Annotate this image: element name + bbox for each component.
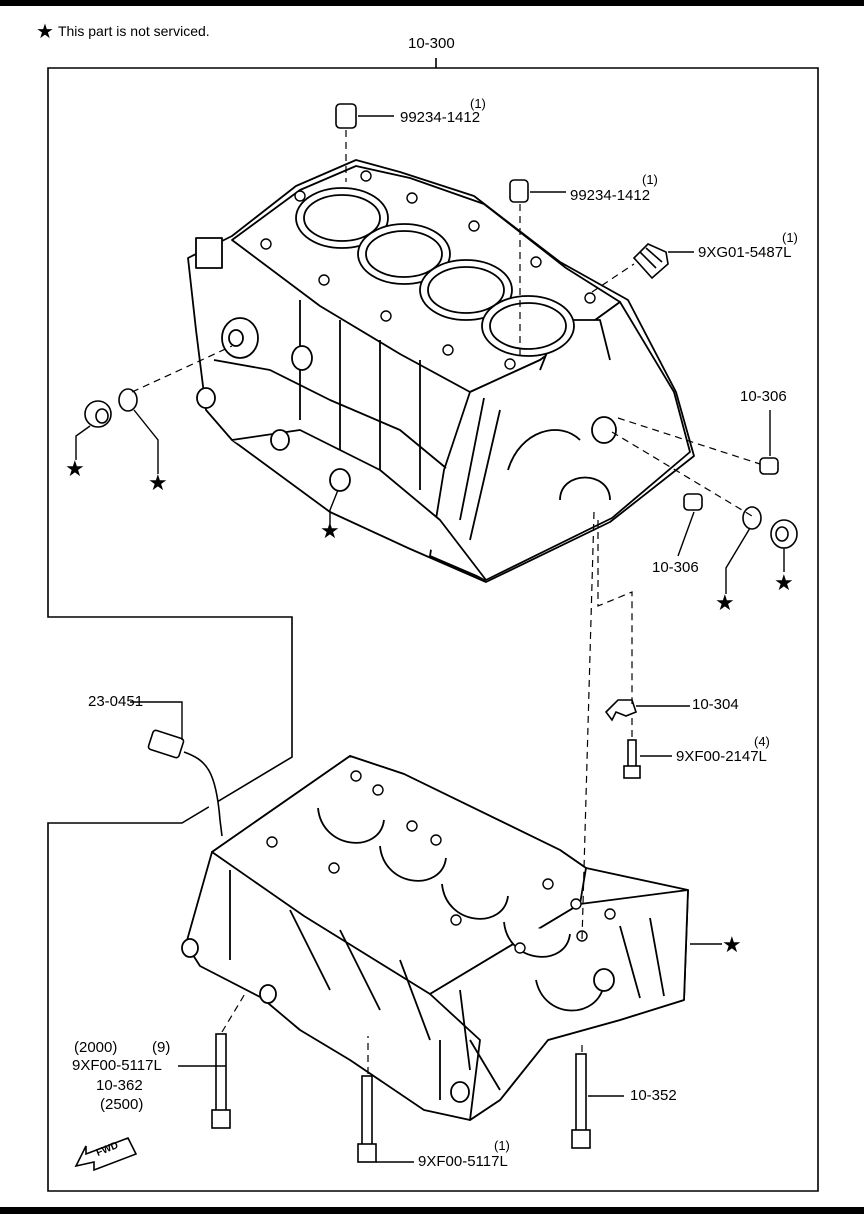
legend-text: This part is not serviced. [57,23,210,39]
pin-mid-qty: (1) [642,172,658,187]
pin-top-qty: (1) [470,96,486,111]
leader-lines [75,115,785,1163]
star-icon: ★ [65,456,85,481]
bracket-label: 10-304 [692,696,739,713]
star-icon: ★ [774,570,794,595]
main-bolt-note-b: (2500) [100,1096,144,1113]
star-icon: ★ [36,21,54,43]
top-rule [0,0,864,6]
lower-bolt-holes [266,770,616,954]
main-bolt-note-a: (2000) [74,1039,118,1056]
bracket-bolt-number: 9XF00-2147L [676,748,767,765]
bottom-rule [0,1207,864,1214]
oring-right [742,506,762,530]
deck-bolt-holes [260,170,596,370]
bracket-bolt-qty: (4) [754,734,770,749]
main-bolt-qty: (9) [152,1039,171,1056]
star-icon: ★ [320,518,340,543]
star-icon: ★ [148,470,168,495]
main-bolt-left [215,1033,227,1115]
crank-sensor [147,729,185,759]
assembly-lines [131,130,761,1074]
bracket [604,699,637,722]
threaded-plug [632,243,669,280]
star-icon: ★ [722,932,742,957]
legend-note: ★This part is not serviced. [36,19,210,44]
plug-qty: (1) [782,230,798,245]
oil-jet-b [683,493,703,511]
pin-top-number: 99234-1412 [400,109,481,126]
bracket-bolt [627,739,637,769]
group-label: 10-300 [408,35,455,52]
dowel-pin-top [335,103,357,129]
group-frame [47,58,819,1192]
bottom-bolt-qty: (1) [494,1138,510,1153]
oring-left [118,388,138,412]
bottom-bolt-number: 9XF00-5117L [418,1153,508,1170]
forward-arrow-icon: FWD [72,1132,144,1172]
pin-mid-number: 99234-1412 [570,187,651,204]
oil-jet-b-label: 10-306 [652,559,699,576]
plug-number: 9XG01-5487L [698,244,792,261]
cylinder-block [187,159,695,583]
lower-block [181,755,689,1121]
main-bolt-number: 9XF00-5117L [72,1057,162,1074]
sensor-label: 23-0451 [88,693,144,710]
dowel-pin-mid [509,179,529,203]
oil-jet-a-label: 10-306 [740,388,787,405]
star-icon: ★ [715,590,735,615]
right-bolt-label: 10-352 [630,1087,677,1104]
cylinder-bores [295,187,575,357]
small-parts [84,103,798,1163]
oil-jet-a [759,457,779,475]
main-bolt-right [575,1053,587,1135]
main-bolt-bottom [361,1075,373,1147]
main-bolt-ref: 10-362 [96,1077,143,1094]
